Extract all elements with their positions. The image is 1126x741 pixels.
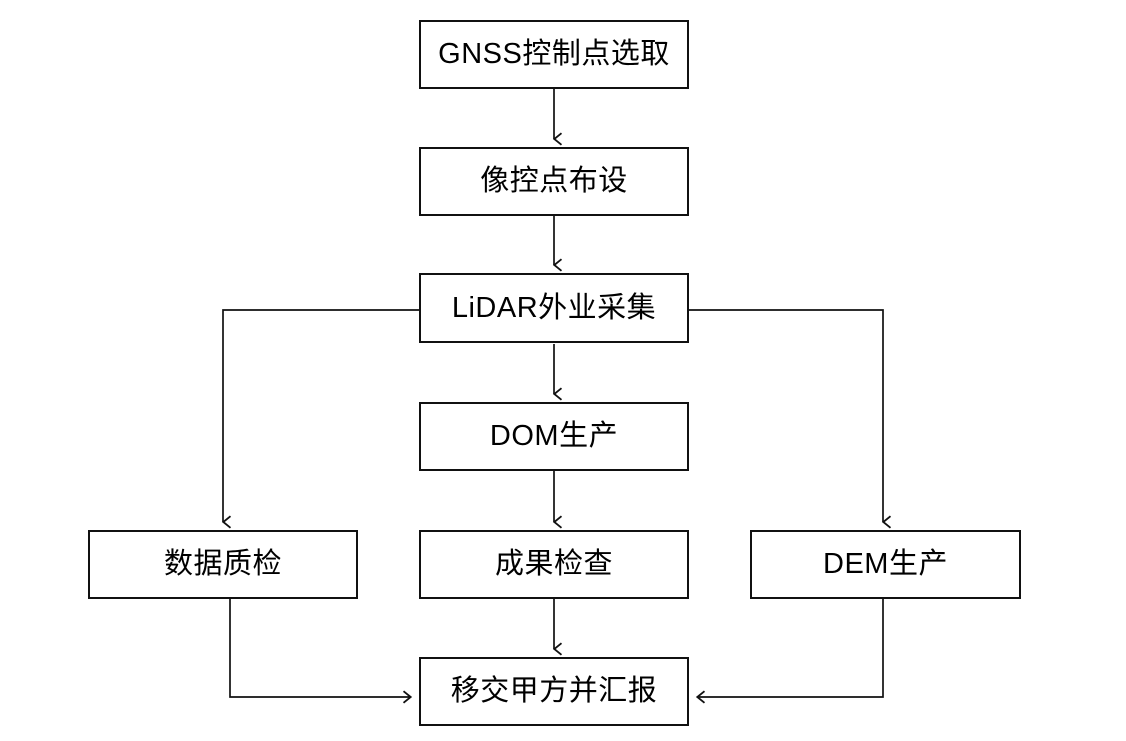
node-data-quality-inspection[interactable]: 数据质检 <box>88 530 358 599</box>
node-result-check[interactable]: 成果检查 <box>419 530 689 599</box>
edge-lidar-to-dataqc <box>221 309 419 529</box>
node-label: GNSS控制点选取 <box>438 38 670 70</box>
node-label: 移交甲方并汇报 <box>450 675 658 707</box>
node-label: 像控点布设 <box>480 165 628 197</box>
node-dem-production[interactable]: DEM生产 <box>750 530 1021 599</box>
node-image-control-point-layout[interactable]: 像控点布设 <box>419 147 689 216</box>
node-gnss-control-point-selection[interactable]: GNSS控制点选取 <box>419 20 689 89</box>
node-label: DEM生产 <box>823 548 948 580</box>
node-label: DOM生产 <box>489 420 619 452</box>
node-label: 成果检查 <box>494 548 613 580</box>
node-dom-production[interactable]: DOM生产 <box>419 402 689 471</box>
node-lidar-field-collection[interactable]: LiDAR外业采集 <box>419 273 689 343</box>
edge-dem-to-deliver <box>695 599 884 704</box>
edge-lidar-to-dem <box>689 309 892 529</box>
edge-dataqc-to-deliver <box>229 599 413 704</box>
node-label: 数据质检 <box>163 548 282 580</box>
node-label: LiDAR外业采集 <box>451 291 657 324</box>
node-deliver-to-client-and-report[interactable]: 移交甲方并汇报 <box>419 657 689 726</box>
